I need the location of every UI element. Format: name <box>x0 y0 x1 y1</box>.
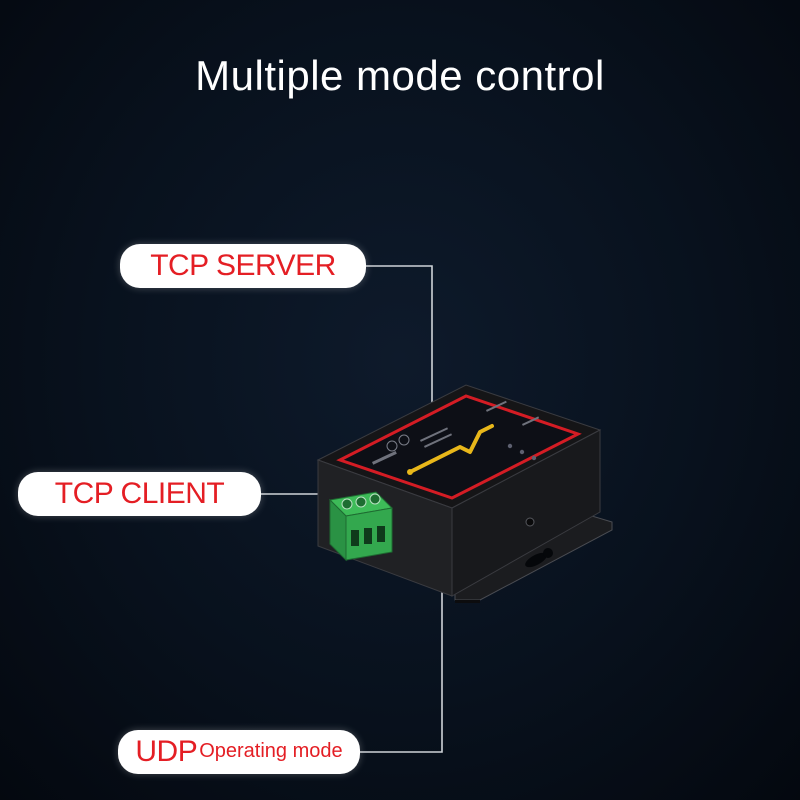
headline: Multiple mode control <box>195 52 605 99</box>
connector-tcp-server <box>366 265 433 405</box>
terminal-block <box>328 491 394 562</box>
pcb-trace <box>408 424 494 474</box>
label-tcp-server: TCP SERVER <box>120 244 366 288</box>
label-udp-subtext: Operating mode <box>199 739 343 762</box>
device-illustration <box>316 384 613 603</box>
connector-udp <box>360 592 443 753</box>
label-tcp-client-text: TCP CLIENT <box>54 477 225 510</box>
label-udp-text: UDP <box>135 735 198 768</box>
led <box>507 443 513 449</box>
led <box>519 449 525 455</box>
cert-mark <box>398 434 410 446</box>
screw <box>525 517 535 527</box>
keyhole-slot <box>525 552 547 568</box>
cert-mark <box>386 440 398 452</box>
label-tcp-client: TCP CLIENT <box>18 472 261 516</box>
device-side <box>451 429 601 597</box>
label-udp: UDP Operating mode <box>118 730 360 774</box>
led <box>531 455 537 461</box>
label-tcp-server-text: TCP SERVER <box>150 249 336 282</box>
